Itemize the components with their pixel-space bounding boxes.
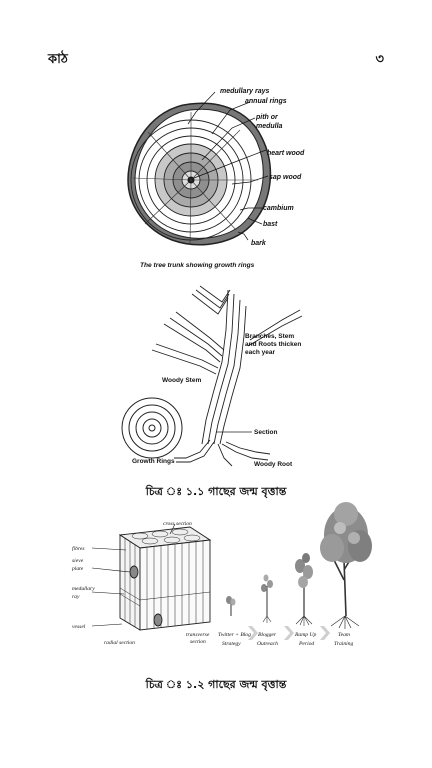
label-section: Section xyxy=(254,429,278,436)
wood-block-pointer-lines xyxy=(91,523,176,627)
stage-2-line-1: Blogger xyxy=(258,632,277,638)
label-ray: ray xyxy=(72,594,80,600)
label-medulla: medulla xyxy=(256,123,283,130)
label-fibres: fibres xyxy=(72,545,85,552)
stage-1-line-1: Twitter + Blog xyxy=(218,632,251,638)
sapling-stage-icon xyxy=(295,553,313,626)
mature-tree-stage-icon xyxy=(320,502,372,629)
label-sap-wood: sap wood xyxy=(269,174,302,181)
label-branches-2: and Roots thicken xyxy=(245,341,301,348)
label-transverse-2: section xyxy=(190,639,206,645)
tree-growth-diagram xyxy=(151,285,303,467)
stage-4-line-2: Training xyxy=(334,641,353,647)
label-branches-1: Branches, Stem xyxy=(245,333,294,340)
label-annual-rings: annual rings xyxy=(245,98,287,105)
stage-3-line-2: Period xyxy=(298,641,314,647)
label-sieve: sieve xyxy=(72,558,84,564)
label-plate: plate xyxy=(71,566,84,572)
wood-block-illustration xyxy=(118,526,212,631)
label-growth-rings: Growth Rings xyxy=(132,458,175,465)
stage-2-line-2: Outreach xyxy=(257,641,278,647)
label-cross-section: cross section xyxy=(163,521,192,527)
label-heart-wood: heart wood xyxy=(267,150,305,157)
seedling-stage-icon xyxy=(226,596,236,616)
label-bark: bark xyxy=(251,240,267,247)
growth-rings-illustration xyxy=(121,397,183,459)
label-woody-root: Woody Root xyxy=(254,461,293,468)
figure-caption-2: চিত্র ঃ ১.২ গাছের জন্ম বৃত্তান্ত xyxy=(145,678,287,691)
stage-1-line-2: Strategy xyxy=(222,641,241,647)
label-branches-3: each year xyxy=(245,349,275,356)
stage-3-line-1: Ramp Up xyxy=(294,632,316,638)
label-vessel: vessel xyxy=(72,624,86,630)
page-number: ৩ xyxy=(375,52,384,67)
sprout-stage-icon xyxy=(261,574,273,623)
label-cambium: cambium xyxy=(263,205,294,212)
label-bast: bast xyxy=(263,221,278,228)
growth-stage-arrows xyxy=(248,626,330,640)
label-medullary-rays: medullary rays xyxy=(220,88,270,95)
label-medullary: medullary xyxy=(72,586,95,592)
running-header-title: কাঠ xyxy=(48,52,68,67)
label-pith: pith or xyxy=(255,114,279,121)
label-transverse-1: transverse xyxy=(186,632,210,638)
label-woody-stem: Woody Stem xyxy=(162,377,201,384)
trunk-cross-section-illustration xyxy=(127,91,272,246)
figure1-caption: The tree trunk showing growth rings xyxy=(140,262,255,269)
figure-caption-1: চিত্র ঃ ১.১ গাছের জন্ম বৃত্তান্ত xyxy=(145,485,287,498)
label-radial-section: radial section xyxy=(104,640,135,646)
stage-4-line-1: Team xyxy=(338,632,350,638)
